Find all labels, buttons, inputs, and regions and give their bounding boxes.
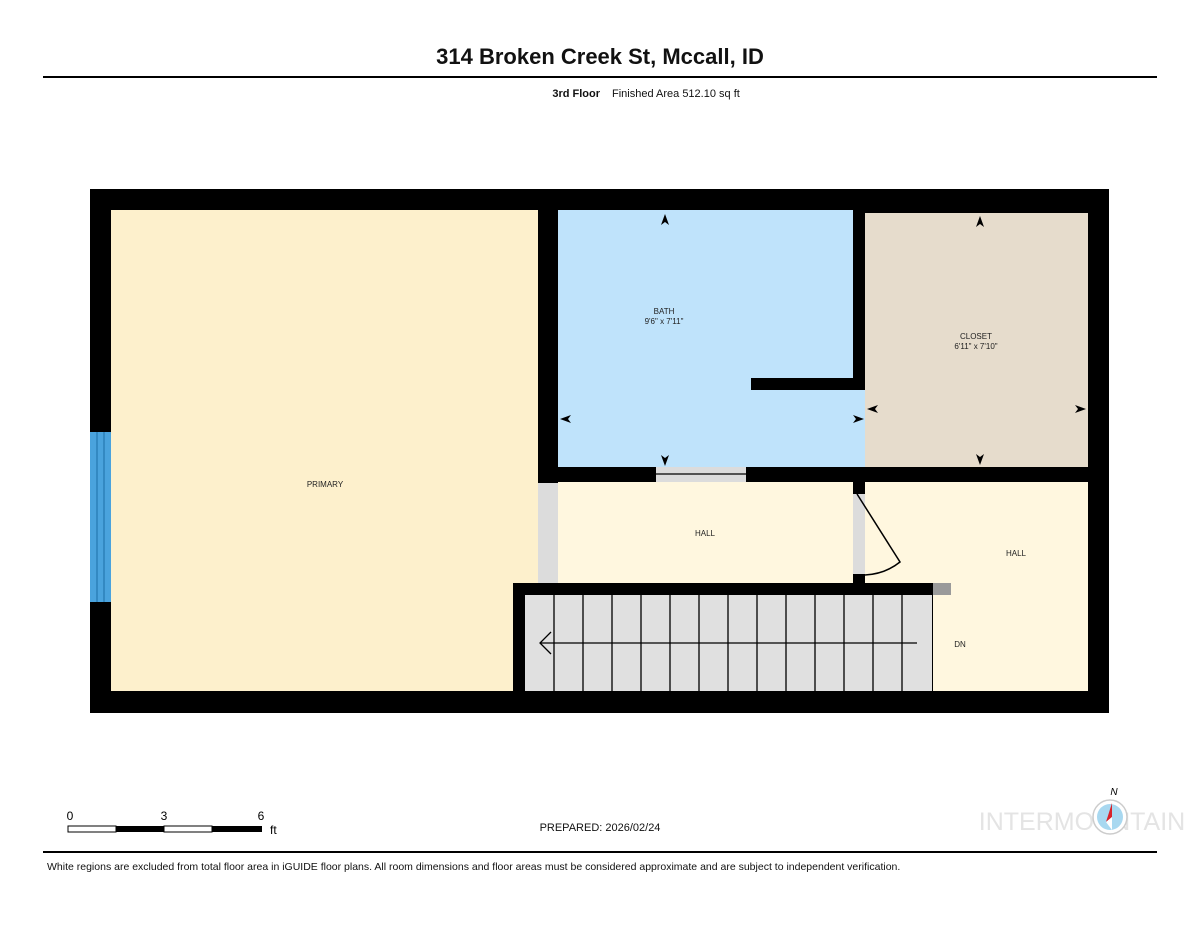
scale-tick-0: 0 bbox=[67, 809, 74, 823]
stairs-label: DN bbox=[954, 640, 966, 649]
floor-plan: PRIMARY BATH 9'6" x 7'11" CLOSET 6'11" x… bbox=[90, 189, 1109, 713]
prepared-date: PREPARED: 2026/02/24 bbox=[540, 822, 661, 834]
floor-name: 3rd Floor bbox=[552, 88, 600, 100]
dimension-arrows bbox=[560, 214, 1086, 466]
room-dims-closet: 6'11" x 7'10" bbox=[954, 342, 997, 351]
watermark-logo: INTERMOUNTAIN bbox=[979, 808, 1185, 836]
window bbox=[90, 432, 111, 602]
finished-area: Finished Area 512.10 sq ft bbox=[612, 88, 740, 100]
room-label-bath: BATH bbox=[654, 307, 675, 316]
scale-bar: 0 3 6 ft bbox=[67, 809, 278, 837]
room-primary bbox=[111, 210, 538, 583]
room-label-hall-2: HALL bbox=[1006, 549, 1027, 558]
scale-tick-6: 6 bbox=[258, 809, 265, 823]
compass-icon: N bbox=[1092, 787, 1128, 835]
bath-opening bbox=[853, 390, 865, 467]
room-label-closet: CLOSET bbox=[960, 332, 992, 341]
room-label-hall-1: HALL bbox=[695, 529, 716, 538]
room-closet bbox=[865, 213, 1088, 467]
room-label-primary: PRIMARY bbox=[307, 480, 344, 489]
compass-north-label: N bbox=[1110, 787, 1118, 798]
room-dims-bath: 9'6" x 7'11" bbox=[645, 317, 684, 326]
room-hall-1 bbox=[558, 482, 853, 583]
room-bath bbox=[558, 210, 853, 467]
doorway-primary-hall bbox=[538, 483, 558, 583]
page-title: 314 Broken Creek St, Mccall, ID bbox=[436, 44, 764, 69]
scale-unit: ft bbox=[270, 823, 277, 837]
scale-tick-3: 3 bbox=[161, 809, 168, 823]
door-swing bbox=[856, 493, 901, 576]
doorway-hall-hall bbox=[853, 494, 865, 574]
bath-wall-stub bbox=[751, 378, 865, 390]
disclaimer: White regions are excluded from total fl… bbox=[47, 861, 900, 873]
room-primary-lower bbox=[111, 583, 513, 691]
